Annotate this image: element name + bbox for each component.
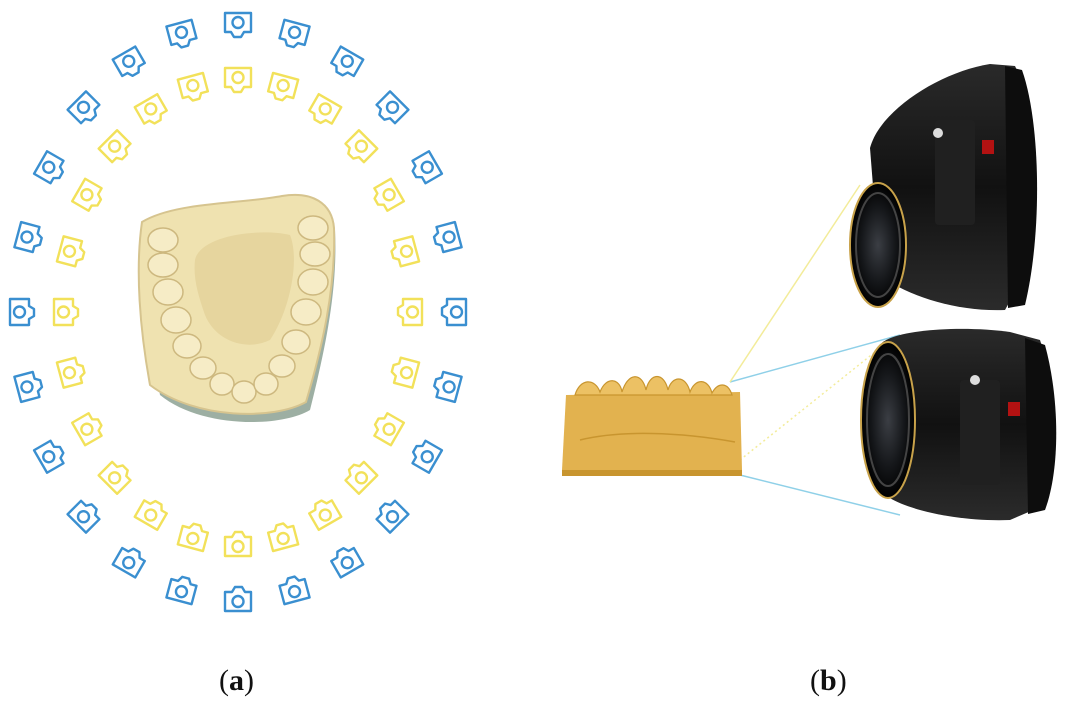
camera-icon — [32, 150, 65, 185]
camera-icon — [133, 92, 168, 125]
panel-a-label: a — [229, 664, 244, 697]
camera-icon — [223, 585, 253, 613]
panel-b-lens-setup — [562, 64, 1057, 521]
camera-icon — [330, 546, 365, 579]
panel-b-label: b — [820, 664, 837, 697]
camera-icon — [165, 18, 198, 49]
inner-camera-ring — [52, 66, 424, 558]
camera-icon — [308, 92, 343, 125]
camera-icon — [8, 297, 36, 327]
camera-icon — [373, 412, 406, 447]
camera-icon — [440, 297, 468, 327]
camera-icon — [278, 575, 311, 606]
camera-icon — [432, 220, 463, 254]
camera-lens-icon — [860, 328, 1057, 521]
camera-icon — [165, 575, 198, 606]
camera-icon — [433, 370, 463, 404]
camera-icon — [308, 499, 343, 532]
camera-icon — [55, 356, 86, 389]
camera-icon — [344, 129, 379, 164]
camera-icon — [176, 71, 210, 102]
camera-icon — [266, 522, 300, 553]
camera-icon — [111, 546, 146, 579]
camera-icon — [411, 439, 444, 474]
camera-icon — [373, 177, 406, 212]
camera-icon — [97, 460, 132, 495]
panel-a-caption: (a) — [219, 664, 254, 697]
camera-icon — [97, 129, 132, 164]
camera-icon — [176, 522, 210, 553]
camera-icon — [52, 297, 80, 327]
panel-b-caption: (b) — [810, 664, 847, 697]
camera-icon — [66, 90, 101, 125]
camera-icon — [390, 235, 421, 268]
camera-icon — [375, 499, 410, 534]
camera-icon — [278, 18, 311, 49]
camera-icon — [13, 370, 44, 404]
camera-icon — [111, 45, 146, 78]
dental-model-side-view — [562, 375, 742, 476]
camera-icon — [344, 460, 379, 495]
camera-icon — [223, 11, 253, 39]
camera-icon — [70, 412, 103, 447]
camera-icon — [133, 499, 168, 532]
camera-icon — [266, 71, 300, 102]
dental-cast-occlusal — [137, 193, 336, 423]
camera-icon — [375, 90, 410, 125]
camera-lens-icon — [849, 64, 1038, 311]
camera-icon — [32, 439, 65, 474]
outer-camera-ring — [8, 11, 468, 613]
camera-icon — [70, 177, 103, 212]
camera-icon — [396, 297, 424, 327]
panel-a-camera-rings — [8, 11, 468, 613]
sight-lines — [729, 184, 901, 516]
camera-icon — [390, 356, 421, 389]
camera-icon — [411, 150, 444, 185]
camera-icon — [13, 220, 43, 254]
camera-icon — [66, 499, 101, 534]
camera-icon — [330, 45, 365, 78]
camera-icon — [55, 235, 86, 268]
camera-icon — [223, 66, 253, 94]
camera-icon — [223, 530, 253, 558]
